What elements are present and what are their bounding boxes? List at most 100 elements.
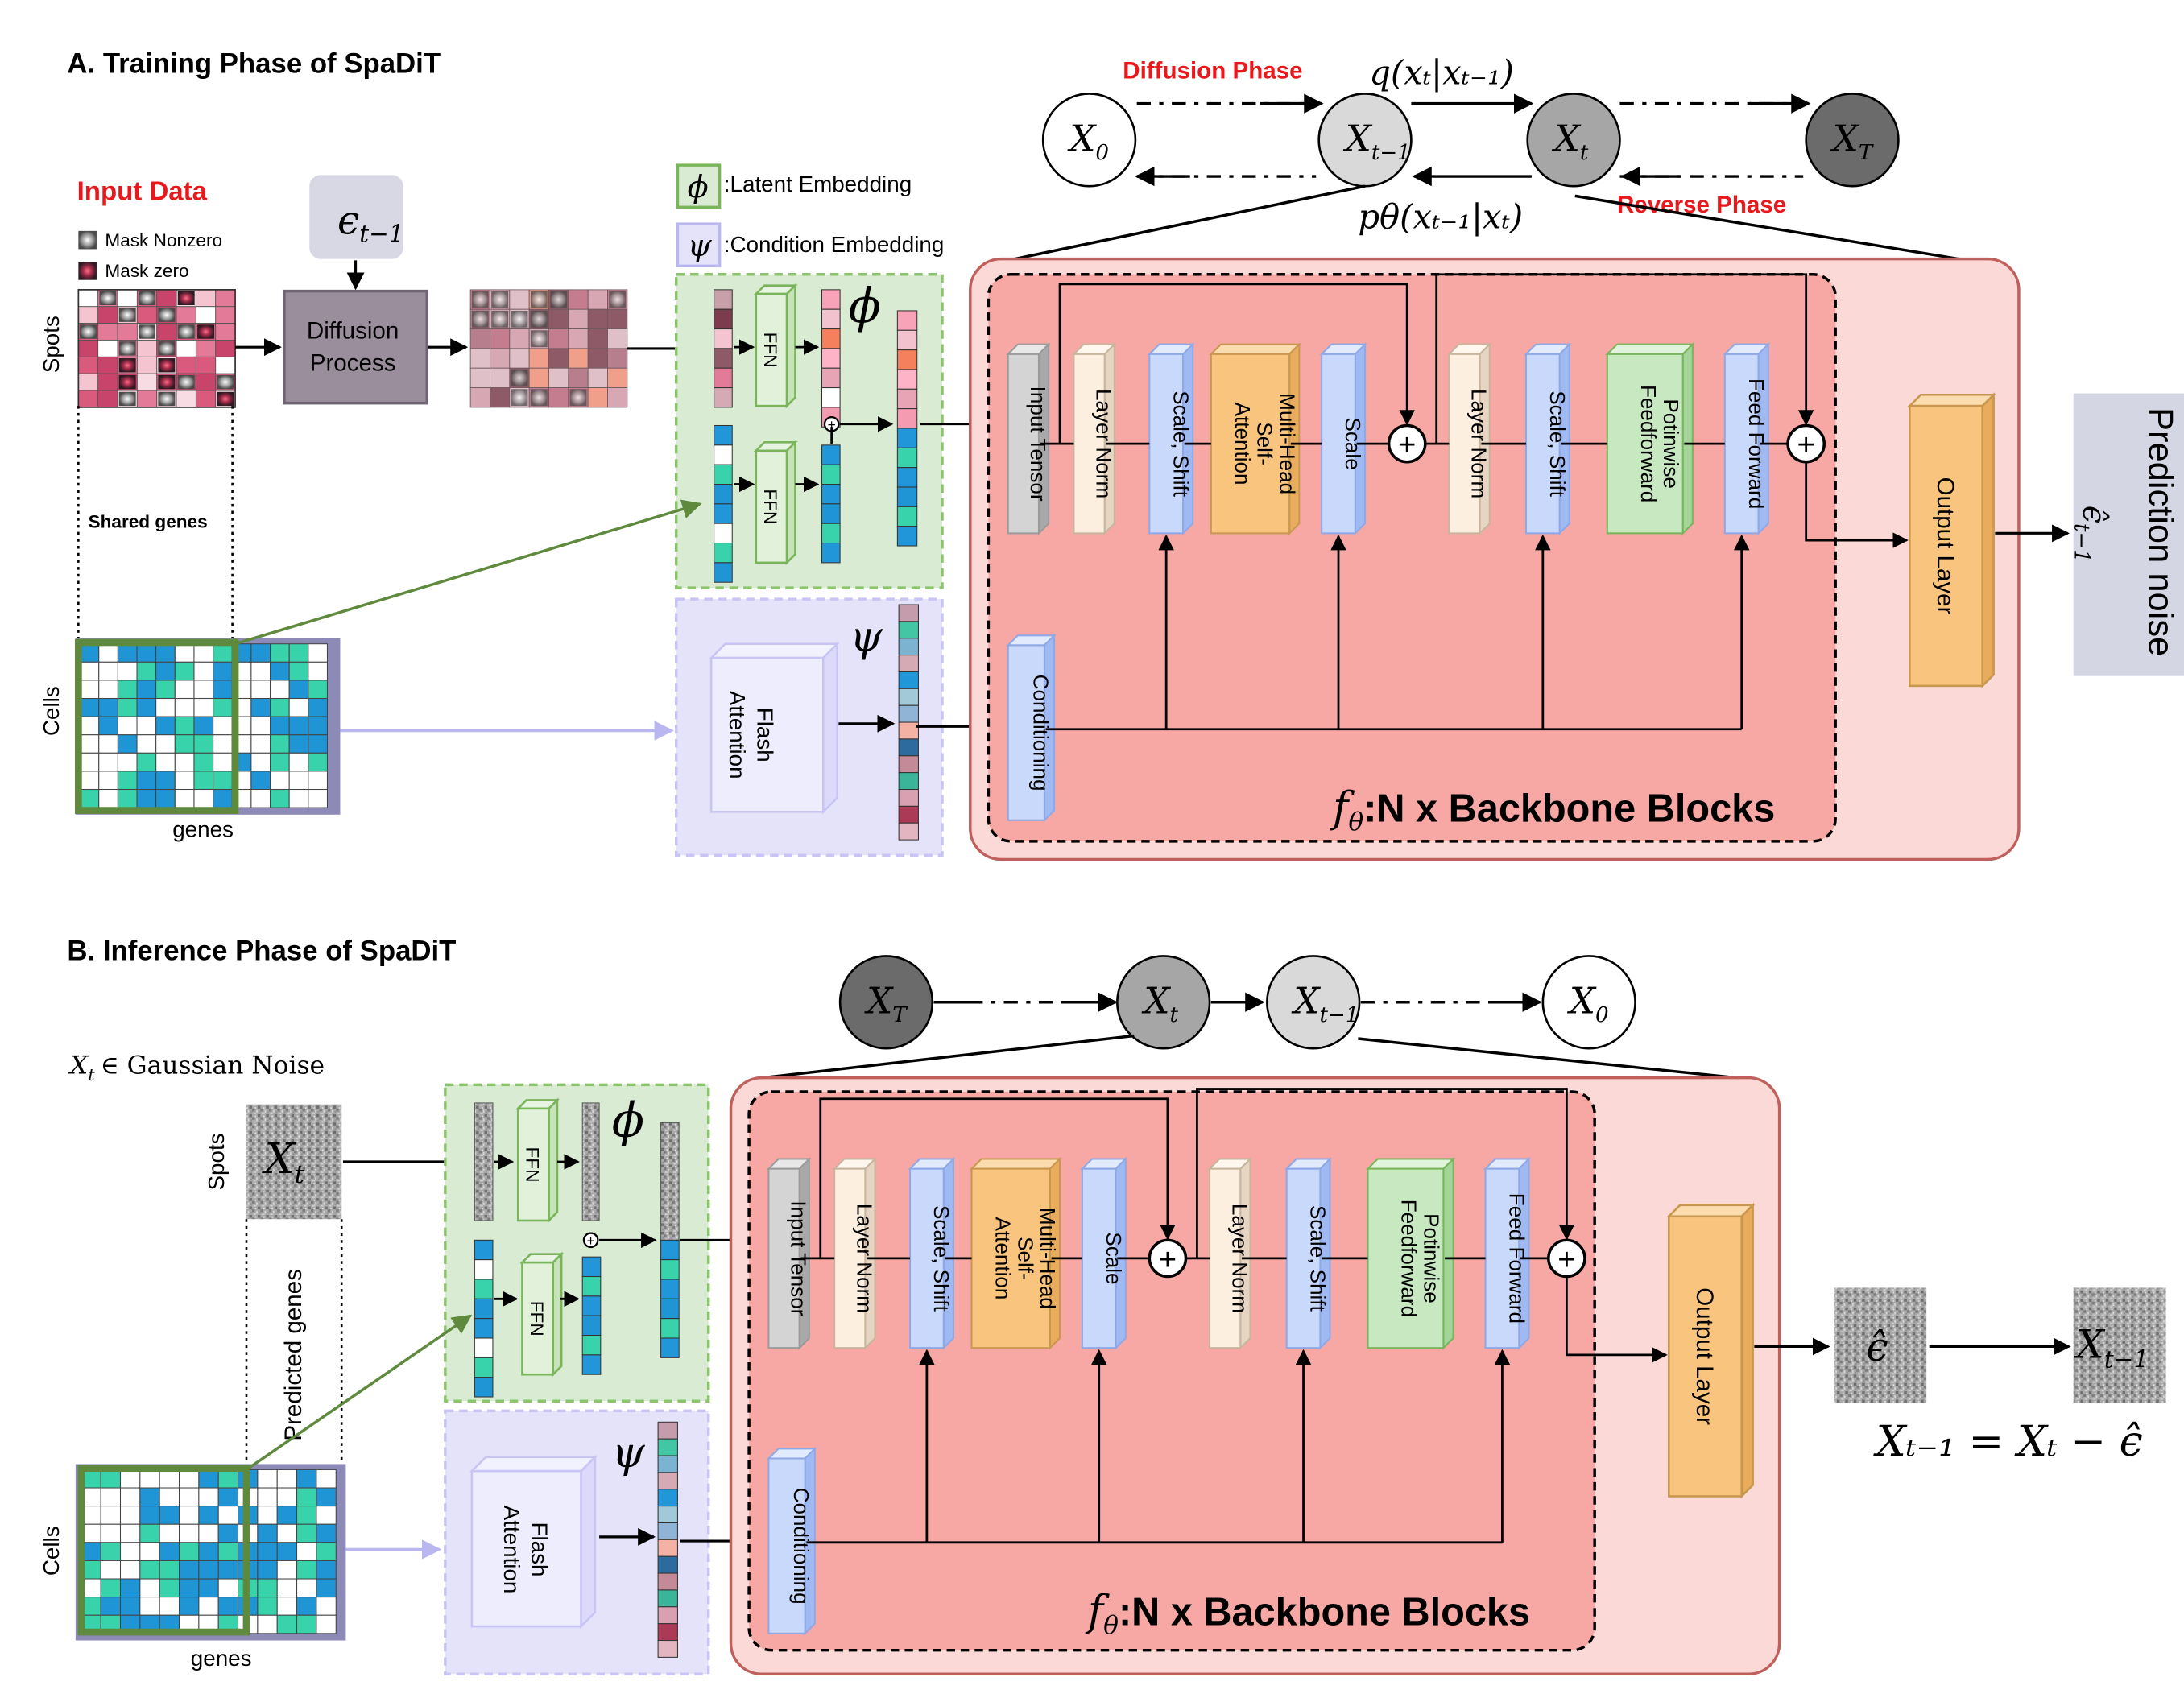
zoom-line-left-a — [1007, 184, 1366, 262]
noisy-dot — [530, 310, 548, 328]
cell-input-vector-b — [474, 1298, 494, 1320]
scale-shift-block-2 — [1285, 1167, 1322, 1349]
noisy-cell — [568, 328, 589, 349]
cell — [276, 1523, 298, 1543]
scale-shift-block-1 — [1148, 353, 1185, 535]
cell — [276, 1487, 298, 1507]
flash-attention-block-b: Flash Attention — [469, 1454, 598, 1630]
noisy-cell — [509, 289, 530, 310]
epsilon-hat-image — [1834, 1287, 1927, 1403]
cell — [270, 734, 290, 754]
spot-nonzero-dot — [139, 324, 155, 339]
spot-nonzero-dot — [217, 374, 234, 390]
cell-latent-vector-b — [581, 1354, 602, 1375]
cell — [179, 1523, 200, 1543]
cell — [308, 680, 328, 700]
scale-block — [1321, 353, 1356, 535]
cell — [79, 788, 100, 808]
noisy-cell — [509, 348, 530, 369]
zoom-line-right-b — [1358, 1037, 1736, 1080]
combined-latent-vector — [896, 486, 918, 507]
reverse-phase-label: Reverse Phase — [1617, 192, 1786, 218]
cell — [270, 643, 290, 663]
residual-skip-2 — [1435, 273, 1814, 444]
node-xt-a — [1526, 93, 1621, 188]
noisy-cell — [490, 348, 511, 369]
noisy-cell — [548, 328, 569, 349]
p-formula: pθ(xₜ₋₁|xₜ) — [1358, 196, 1523, 236]
condition-vector-a — [898, 655, 919, 673]
cell — [136, 697, 157, 717]
layer-norm-block-2 — [1209, 1167, 1242, 1349]
cell — [296, 1578, 317, 1598]
cell — [276, 1542, 298, 1561]
cell — [250, 643, 271, 663]
attention-block-text: Attention — [991, 1217, 1015, 1299]
cell — [117, 643, 138, 663]
cell-input-vector — [714, 444, 733, 465]
residual-skip-1 — [819, 1097, 1176, 1258]
feedforward-block-side — [1442, 1156, 1454, 1350]
cell — [117, 771, 138, 791]
cell — [296, 1487, 317, 1507]
cell — [316, 1542, 337, 1561]
latent-embedding-label: :Latent Embedding — [724, 171, 912, 196]
cell — [79, 697, 100, 717]
diffusion-label-2: Process — [310, 350, 396, 377]
cell — [296, 1506, 317, 1525]
conditioning-block — [767, 1457, 806, 1634]
cell — [174, 697, 195, 717]
q-formula: q(xₜ|xₜ₋₁) — [1369, 52, 1514, 92]
cell — [139, 1506, 160, 1525]
psi-symbol-b: ψ — [612, 1429, 646, 1477]
noisy-cell — [490, 328, 511, 349]
cell — [217, 1560, 239, 1580]
mask-zero-swatch — [78, 262, 97, 280]
combined-latent-vector — [896, 447, 918, 469]
cell — [119, 1523, 141, 1543]
cell — [198, 1469, 219, 1489]
flash-attention-block-a: Flash Attention — [709, 641, 840, 815]
cell — [136, 734, 157, 754]
spot-cell — [136, 340, 158, 357]
cell — [213, 643, 233, 663]
noisy-cell — [528, 348, 549, 369]
noisy-dot — [530, 389, 548, 407]
cell — [174, 661, 195, 681]
ffn-spots-b — [516, 1107, 550, 1222]
cell — [174, 680, 195, 700]
cell — [179, 1578, 200, 1598]
cell — [79, 661, 100, 681]
cell — [213, 752, 233, 772]
cell — [213, 734, 233, 754]
condition-vector-b — [657, 1539, 678, 1557]
cell-input-vector — [714, 464, 733, 485]
cell — [288, 752, 309, 772]
spot-cell — [136, 373, 158, 391]
noisy-cell — [490, 367, 511, 388]
spot-nonzero-dot — [158, 341, 176, 356]
cell — [100, 1506, 122, 1525]
cell — [98, 661, 118, 681]
spot-cell — [97, 373, 118, 391]
cell — [79, 716, 100, 736]
cell — [198, 1542, 219, 1561]
cell — [316, 1487, 337, 1507]
cell-latent-vector-b — [581, 1335, 602, 1356]
cell-latent-vector — [821, 444, 841, 465]
cell — [193, 697, 214, 717]
noisy-dot — [471, 310, 489, 328]
noisy-dot — [530, 291, 548, 308]
feedforward-block-side — [1681, 342, 1694, 535]
spot-zero-dot — [118, 374, 136, 390]
phi-legend-symbol: ϕ — [688, 170, 709, 205]
cell — [159, 1542, 180, 1561]
spot-cell — [215, 323, 236, 341]
condition-vector-a — [898, 688, 919, 706]
condition-vector-a — [898, 738, 919, 757]
cell — [193, 734, 214, 754]
node-xt-a-label: Xt — [1552, 118, 1589, 165]
spot-cell — [176, 340, 196, 357]
condition-vector-b — [657, 1606, 678, 1625]
